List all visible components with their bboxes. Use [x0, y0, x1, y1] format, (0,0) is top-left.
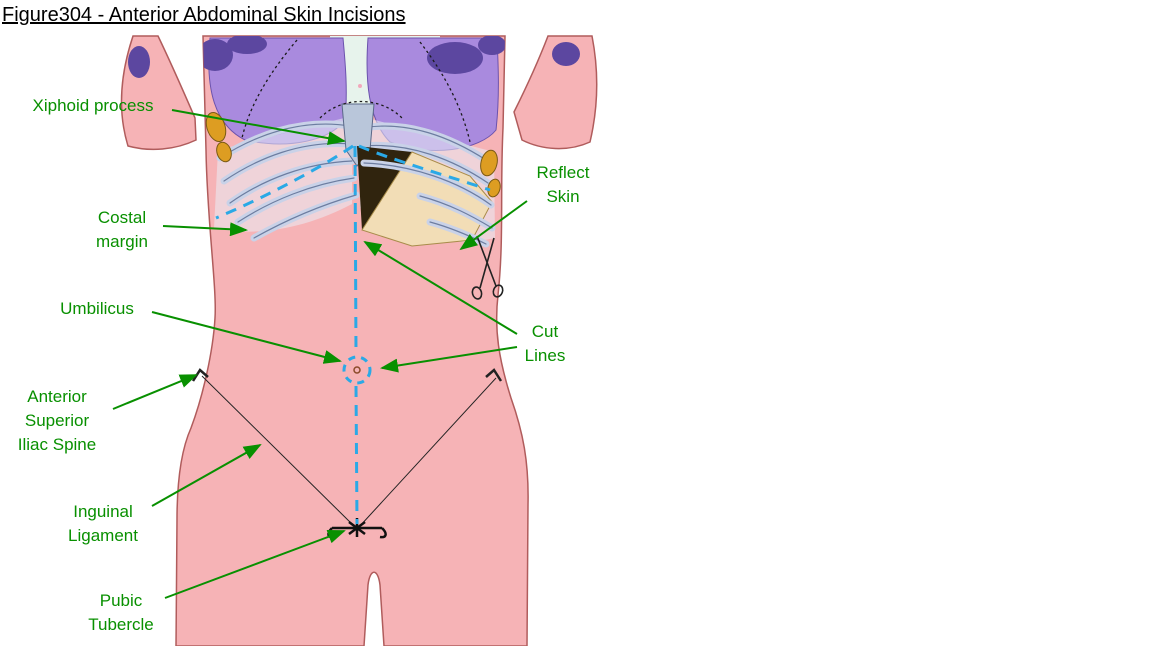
arm-muscle-cut [128, 46, 150, 78]
label-umbilicus: Umbilicus [60, 299, 134, 318]
rib-line [363, 162, 492, 206]
rib-line [429, 221, 487, 245]
shoulder-muscle-cut [197, 39, 233, 71]
pleura-dotted-line [241, 39, 298, 139]
arrow-cut-lines-upper [363, 240, 518, 335]
cut-line-midline-lower [354, 385, 359, 525]
cut-line-midline-upper [353, 145, 358, 355]
label-anterior-superior-iliac-spine: Anterior Superior Iliac Spine [17, 387, 97, 454]
label-inguinal-ligament: Inguinal Ligament [68, 502, 138, 545]
lower-right-ribs [360, 159, 496, 248]
rib-line [419, 195, 493, 229]
scissors-icon [471, 235, 504, 300]
arrow-costal-margin [162, 222, 248, 237]
label-reflect-skin: Reflect Skin [536, 163, 590, 206]
arrow-xiphoid-process [171, 109, 346, 146]
speckle [358, 84, 362, 88]
arrow-reflect-skin [459, 200, 528, 251]
umbilicus-marker [353, 366, 361, 374]
arrow-inguinal-ligament [151, 444, 262, 507]
pleura-dotted-line [419, 41, 471, 143]
shoulder-muscle-cut [227, 36, 267, 54]
rib-line [362, 144, 489, 184]
asis-marker-right [485, 368, 503, 382]
rib-line [237, 177, 355, 223]
arrow-umbilicus [151, 311, 342, 364]
arrow-pubic-tubercle [164, 530, 346, 599]
annotation-arrows [112, 109, 528, 599]
inguinal-line-right [358, 377, 497, 528]
label-costal-margin: Costal margin [96, 208, 148, 251]
right-arm-stump [513, 35, 598, 150]
label-pubic-tubercle: Pubic Tubercle [88, 591, 154, 634]
rib-line [361, 125, 487, 161]
figure-title: Figure304 - Anterior Abdominal Skin Inci… [2, 4, 406, 26]
umbilicus-cut-circle [342, 355, 372, 385]
rib-line [229, 160, 353, 204]
arrow-asis [112, 374, 198, 410]
rib-line [219, 123, 351, 159]
label-cut-lines: Cut Lines [524, 322, 566, 365]
arrow-cut-lines-lower [380, 346, 518, 373]
inguinal-line-left [201, 375, 356, 528]
shoulder-muscle-cut [478, 36, 506, 55]
pleura-dotted-line [319, 100, 403, 119]
shoulder-muscle-cut [427, 42, 483, 74]
cut-line-right-costal [358, 144, 491, 192]
arm-muscle-cut [552, 42, 580, 66]
label-xiphoid-process: Xiphoid process [32, 96, 154, 115]
cut-line-left-costal [215, 144, 354, 220]
rib-line [253, 194, 357, 239]
